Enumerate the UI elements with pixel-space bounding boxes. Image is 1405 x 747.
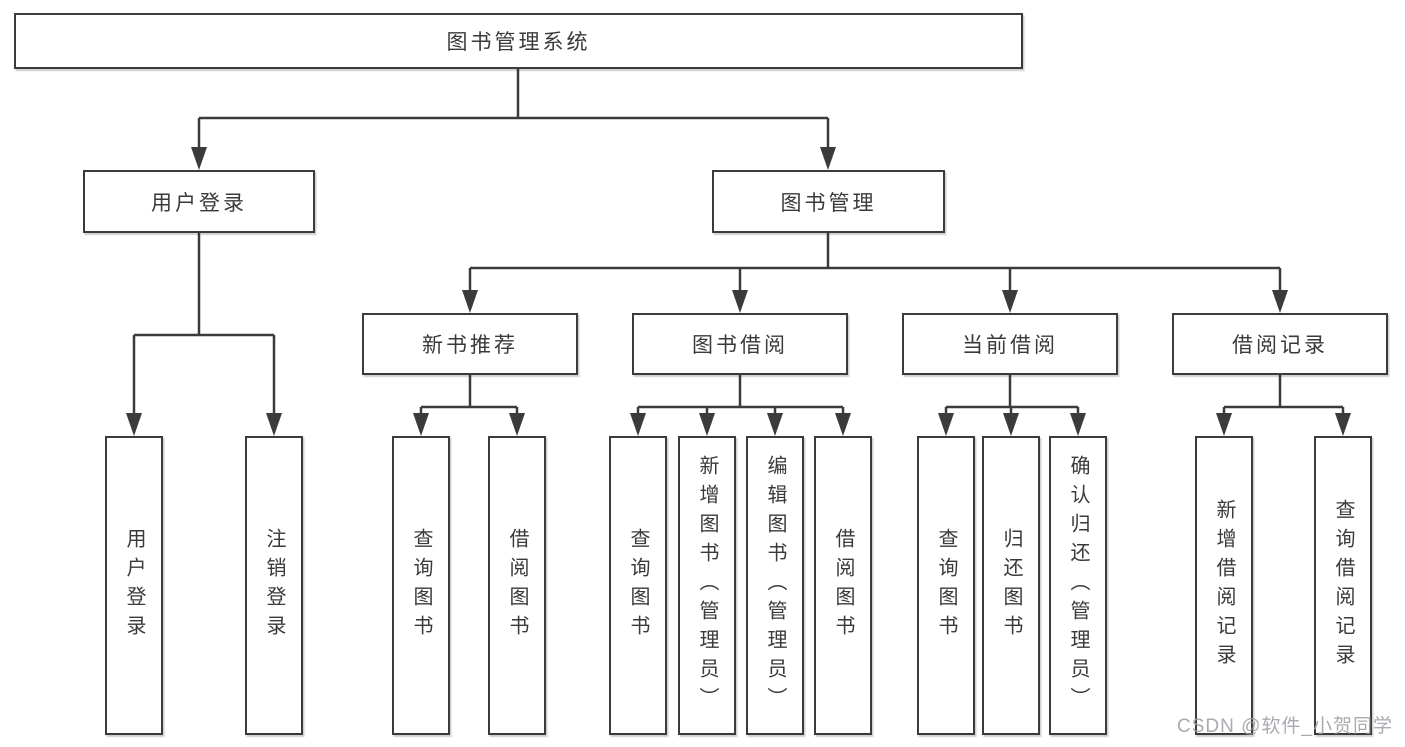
node-label: 编辑图书（管理员） [764,455,786,716]
watermark: CSDN @软件_小贺同学 [1177,716,1393,737]
node-current-borrow: 当前借阅 [902,313,1118,375]
arrowhead [820,147,836,170]
leaf-edit-book-admin: 编辑图书（管理员） [746,436,804,735]
arrowhead [413,413,429,436]
node-label: 新增图书（管理员） [696,455,718,716]
arrowhead [1216,413,1232,436]
leaf-return-book: 归还图书 [982,436,1040,735]
node-label: 图书管理 [780,191,877,215]
connector-borrow-records-children [1216,375,1351,436]
connector-book-borrow-children [630,375,851,436]
node-label: 新书推荐 [422,334,518,357]
arrowhead [509,413,525,436]
node-new-book-recommend: 新书推荐 [362,313,578,375]
leaf-query-borrow-record: 查询借阅记录 [1314,436,1372,735]
node-library-management-system: 图书管理系统 [14,13,1023,69]
arrowhead [1070,413,1086,436]
arrowhead [1335,413,1351,436]
connector-root-to-level1 [191,69,836,170]
connector-new-book-recommend-children [413,375,525,436]
leaf-query-books-current: 查询图书 [917,436,975,735]
node-label: 确认归还（管理员） [1067,455,1089,716]
arrowhead [462,290,478,313]
leaf-borrow-books: 借阅图书 [814,436,872,735]
node-label: 借阅图书 [506,527,528,644]
node-label: 新增借阅记录 [1213,498,1235,673]
arrowhead [191,147,207,170]
arrowhead [732,290,748,313]
node-label: 图书借阅 [692,334,788,357]
node-borrow-records: 借阅记录 [1172,313,1388,375]
arrowhead [1272,290,1288,313]
node-book-management: 图书管理 [712,170,945,233]
node-label: 查询借阅记录 [1332,498,1354,673]
arrowhead [767,413,783,436]
node-user-login: 用户登录 [83,170,315,233]
leaf-add-borrow-record: 新增借阅记录 [1195,436,1253,735]
node-label: 借阅图书 [832,527,854,644]
arrowhead [630,413,646,436]
leaf-query-books-recommend: 查询图书 [392,436,450,735]
node-label: 归还图书 [1000,527,1022,644]
connector-user-login-children [126,233,282,436]
arrowhead [126,413,142,436]
leaf-add-book-admin: 新增图书（管理员） [678,436,736,735]
arrowhead [1002,290,1018,313]
arrowhead [1003,413,1019,436]
node-label: 查询图书 [410,527,432,644]
node-label: 查询图书 [627,527,649,644]
connector-current-borrow-children [938,375,1086,436]
leaf-logout: 注销登录 [245,436,303,735]
node-book-borrow: 图书借阅 [632,313,848,375]
node-label: 图书管理系统 [446,31,591,54]
node-label: 查询图书 [935,527,957,644]
arrowhead [938,413,954,436]
arrowhead [835,413,851,436]
node-label: 用户登录 [123,527,145,644]
arrowhead [266,413,282,436]
node-label: 当前借阅 [962,334,1058,357]
leaf-query-books-borrow: 查询图书 [609,436,667,735]
leaf-borrow-books-recommend: 借阅图书 [488,436,546,735]
node-label: 注销登录 [263,527,285,644]
node-label: 借阅记录 [1232,334,1328,357]
leaf-user-login: 用户登录 [105,436,163,735]
arrowhead [699,413,715,436]
node-label: 用户登录 [151,191,247,215]
leaf-confirm-return-admin: 确认归还（管理员） [1049,436,1107,735]
connector-book-management-children [462,233,1288,313]
